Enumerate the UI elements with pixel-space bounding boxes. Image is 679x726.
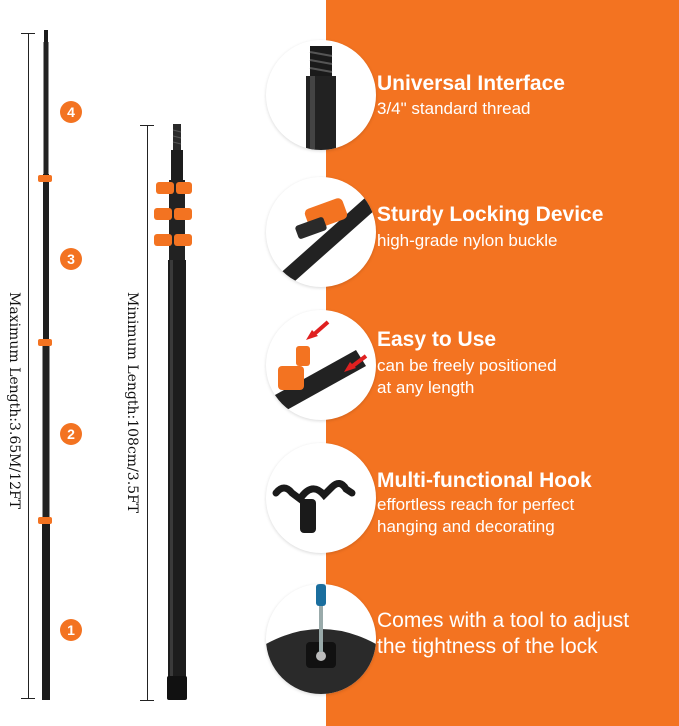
min-length-label: Minimum Length:108cm/3.5FT <box>124 292 140 514</box>
min-length-dimension-line <box>147 125 148 700</box>
locking-buckle-icon <box>266 177 376 287</box>
hook-icon <box>266 443 376 553</box>
feature-title-easy-to-use: Easy to Use <box>377 328 497 351</box>
feature-title-universal-interface: Universal Interface <box>377 72 565 95</box>
feature-sub-sturdy-locking-device: high-grade nylon buckle <box>377 231 558 250</box>
section-badge-4: 4 <box>60 101 82 123</box>
screwdriver-tool-icon <box>266 584 376 694</box>
feature-title-multi-functional-hook: Multi-functional Hook <box>377 469 592 492</box>
feature-tool-line-1: Comes with a tool to adjust <box>377 609 630 632</box>
feature-sub-easy-to-use-2: at any length <box>377 378 475 397</box>
feature-sub-multi-functional-hook-1: effortless reach for perfect <box>377 495 575 514</box>
thread-tip-icon <box>266 40 376 150</box>
min-length-top-tick <box>140 125 154 126</box>
section-badge-3: 3 <box>60 248 82 270</box>
feature-sub-multi-functional-hook-2: hanging and decorating <box>377 517 555 536</box>
easy-lock-icon <box>266 310 376 420</box>
max-length-bottom-tick <box>21 698 35 699</box>
max-length-top-tick <box>21 33 35 34</box>
max-length-dimension-line <box>28 33 29 698</box>
orange-feature-panel <box>326 0 679 726</box>
feature-sub-easy-to-use-1: can be freely positioned <box>377 356 557 375</box>
section-badge-2: 2 <box>60 423 82 445</box>
feature-tool-line-2: the tightness of the lock <box>377 635 598 658</box>
feature-sub-universal-interface: 3/4" standard thread <box>377 99 531 118</box>
feature-title-sturdy-locking-device: Sturdy Locking Device <box>377 203 604 226</box>
max-length-label: Maximum Length:3.65M/12FT <box>6 292 22 510</box>
section-badge-1: 1 <box>60 619 82 641</box>
collapsed-pole <box>154 124 192 700</box>
min-length-bottom-tick <box>140 700 154 701</box>
extended-pole <box>38 30 52 700</box>
